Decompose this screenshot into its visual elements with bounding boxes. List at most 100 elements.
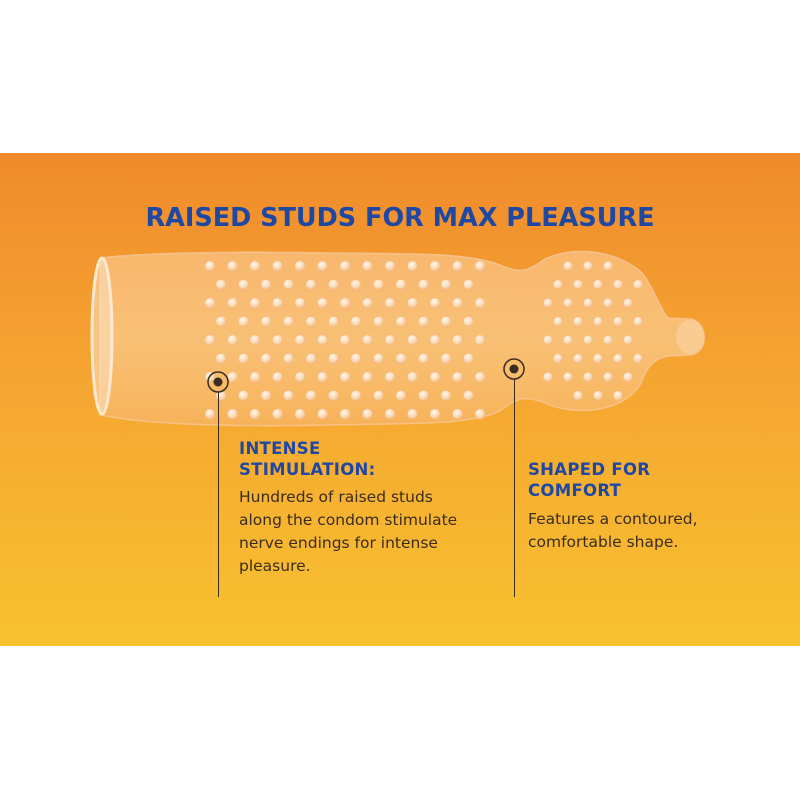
raised-stud xyxy=(316,408,328,420)
condom-body-shape xyxy=(99,250,705,427)
raised-stud xyxy=(612,316,624,327)
raised-stud xyxy=(339,408,351,420)
raised-stud xyxy=(552,279,564,290)
raised-stud xyxy=(249,260,261,272)
studded-condom-illustration xyxy=(90,250,705,427)
raised-stud xyxy=(215,353,227,365)
raised-stud xyxy=(384,371,396,383)
raised-stud xyxy=(451,371,463,383)
raised-stud xyxy=(260,316,272,328)
callout-line-right xyxy=(513,379,515,597)
raised-stud xyxy=(282,353,294,365)
raised-stud xyxy=(582,371,594,383)
raised-stud xyxy=(204,297,216,309)
raised-stud xyxy=(271,260,283,272)
callout-line-left xyxy=(217,392,219,597)
raised-stud xyxy=(327,353,339,365)
raised-stud xyxy=(227,260,239,272)
raised-stud xyxy=(406,297,418,309)
raised-stud xyxy=(429,297,441,309)
raised-stud xyxy=(327,316,339,328)
raised-stud xyxy=(622,334,634,346)
raised-stud xyxy=(305,353,317,365)
raised-stud xyxy=(361,297,373,309)
raised-stud xyxy=(249,408,261,420)
raised-stud xyxy=(339,371,351,383)
raised-stud xyxy=(429,408,441,420)
raised-stud xyxy=(249,371,261,383)
raised-stud xyxy=(429,371,441,383)
raised-stud xyxy=(406,260,418,272)
raised-stud xyxy=(632,316,644,327)
raised-stud xyxy=(384,334,396,346)
raised-stud xyxy=(592,353,604,364)
raised-stud xyxy=(260,390,272,402)
raised-stud xyxy=(316,260,328,272)
feature-title-shaped-for-comfort: SHAPED FOR COMFORT xyxy=(528,460,651,500)
raised-stud xyxy=(227,408,239,420)
feature-description-shaped-for-comfort: Features a contoured, comfortable shape. xyxy=(528,510,698,551)
raised-stud xyxy=(462,390,474,402)
raised-stud xyxy=(384,297,396,309)
raised-stud xyxy=(350,390,362,402)
raised-stud xyxy=(395,353,407,365)
raised-stud xyxy=(612,390,624,401)
raised-stud xyxy=(474,408,486,420)
raised-stud xyxy=(238,353,250,365)
raised-stud xyxy=(294,334,306,346)
feature-description-intense-stimulation: Hundreds of raised studs along the condo… xyxy=(239,488,458,575)
raised-stud xyxy=(572,390,584,401)
raised-stud xyxy=(602,297,614,309)
raised-stud xyxy=(227,297,239,309)
raised-stud xyxy=(215,279,227,291)
raised-stud xyxy=(632,279,644,290)
raised-stud xyxy=(395,390,407,402)
raised-stud xyxy=(542,371,554,383)
raised-stud xyxy=(582,260,594,272)
condom-rim-shape xyxy=(90,256,114,416)
raised-stud xyxy=(451,260,463,272)
raised-stud xyxy=(372,279,384,291)
raised-stud xyxy=(474,297,486,309)
raised-stud xyxy=(417,353,429,365)
raised-stud xyxy=(294,260,306,272)
raised-stud xyxy=(474,371,486,383)
raised-stud xyxy=(622,371,634,383)
raised-stud xyxy=(227,334,239,346)
raised-stud xyxy=(440,279,452,291)
raised-stud xyxy=(474,334,486,346)
raised-stud xyxy=(552,316,564,327)
raised-stud xyxy=(612,279,624,290)
raised-stud xyxy=(429,334,441,346)
raised-stud xyxy=(440,390,452,402)
raised-stud xyxy=(562,260,574,272)
feature-title-intense-stimulation: INTENSE STIMULATION: xyxy=(239,439,376,479)
headline: RAISED STUDS FOR MAX PLEASURE xyxy=(145,203,655,233)
raised-stud xyxy=(440,353,452,365)
raised-stud xyxy=(294,408,306,420)
raised-stud xyxy=(451,334,463,346)
raised-stud xyxy=(542,334,554,346)
raised-stud xyxy=(406,408,418,420)
raised-stud xyxy=(204,408,216,420)
raised-stud xyxy=(327,390,339,402)
raised-stud xyxy=(582,334,594,346)
raised-stud xyxy=(417,279,429,291)
raised-stud xyxy=(339,297,351,309)
raised-stud xyxy=(316,297,328,309)
raised-stud xyxy=(592,316,604,327)
raised-stud xyxy=(562,334,574,346)
raised-stud xyxy=(361,334,373,346)
raised-stud xyxy=(582,297,594,309)
raised-stud xyxy=(395,316,407,328)
raised-stud xyxy=(271,297,283,309)
raised-stud xyxy=(602,260,614,272)
raised-stud xyxy=(572,353,584,364)
raised-stud xyxy=(260,279,272,291)
raised-stud xyxy=(361,260,373,272)
raised-stud xyxy=(282,279,294,291)
raised-stud xyxy=(462,279,474,291)
feature-banner: RAISED STUDS FOR MAX PLEASURE xyxy=(0,153,800,646)
raised-stud xyxy=(294,297,306,309)
